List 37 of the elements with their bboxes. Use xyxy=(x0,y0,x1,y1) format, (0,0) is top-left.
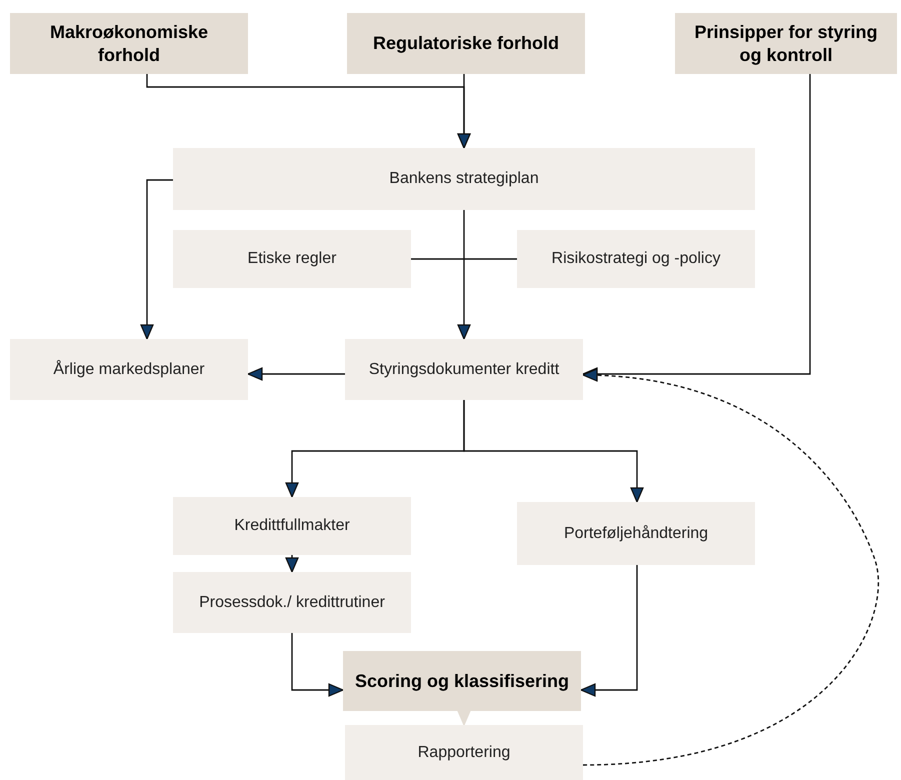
process-box xyxy=(517,502,755,565)
arrow xyxy=(291,633,344,697)
header-box xyxy=(343,651,581,711)
dashed-arrow xyxy=(582,369,879,766)
process-box xyxy=(173,148,755,210)
arrow xyxy=(457,74,471,149)
header-box xyxy=(675,13,897,74)
header-box xyxy=(347,13,585,74)
box-label: Etiske regler xyxy=(248,249,336,269)
process-box xyxy=(173,572,411,633)
box-label: Årlige markedsplaner xyxy=(53,360,205,380)
box-label: Kredittfullmakter xyxy=(234,516,350,536)
arrow xyxy=(580,565,638,697)
arrow xyxy=(457,710,471,726)
process-box xyxy=(345,725,583,780)
box-label: Makroøkonomiske forhold xyxy=(48,21,210,66)
process-box xyxy=(517,230,755,288)
box-label: Porteføljehåndtering xyxy=(564,524,708,544)
arrow xyxy=(285,555,299,573)
box-label: Regulatoriske forhold xyxy=(372,32,560,55)
box-label: Scoring og klassifisering xyxy=(354,670,570,692)
connector-line xyxy=(411,258,517,260)
process-box xyxy=(345,339,583,400)
arrow xyxy=(247,367,345,381)
box-label: Risikostrategi og -policy xyxy=(552,249,720,269)
box-label: Styringsdokumenter kreditt xyxy=(368,360,560,380)
process-box xyxy=(173,497,411,555)
box-label: Prinsipper for styring og kontroll xyxy=(693,21,879,66)
arrow xyxy=(463,400,644,503)
arrow xyxy=(140,179,173,340)
header-box xyxy=(10,13,248,74)
arrow xyxy=(457,210,471,340)
process-box xyxy=(173,230,411,288)
box-label: Bankens strategiplan xyxy=(389,169,539,189)
box-label: Prosessdok./ kredittrutiner xyxy=(199,592,385,612)
process-box xyxy=(10,339,248,400)
box-label: Rapportering xyxy=(418,742,510,762)
